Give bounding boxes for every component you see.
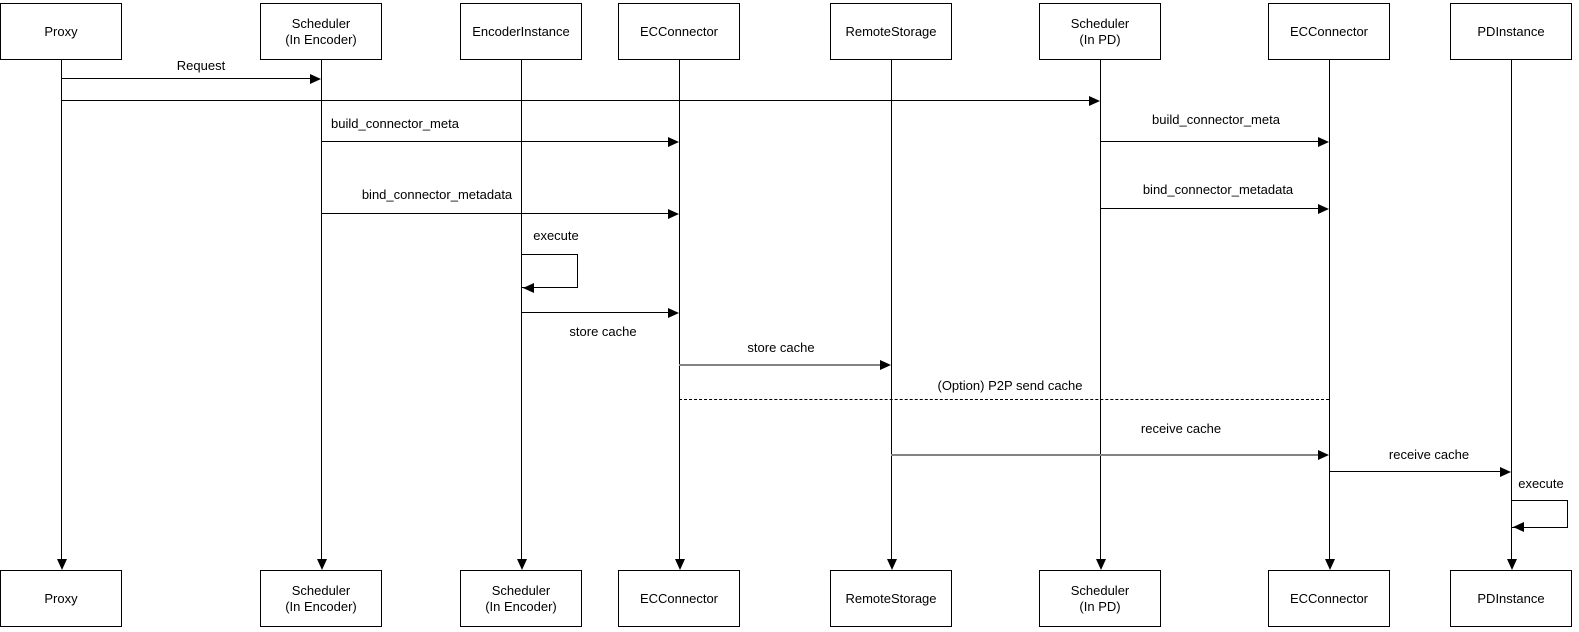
message-label-bind-connector-metadata-encoder: bind_connector_metadata [359, 187, 515, 203]
lifeline-end-arrow-icon [1507, 559, 1517, 570]
message-line-request [61, 78, 311, 79]
actor-bottom-ec-connector-encoder: ECConnector [618, 570, 740, 627]
message-label-receive-cache-remote: receive cache [1138, 421, 1224, 437]
message-label-store-cache-remote: store cache [745, 340, 817, 356]
message-label-request: Request [174, 58, 228, 74]
arrowhead-left [523, 283, 534, 293]
lifeline-ec-connector-pd [1329, 60, 1330, 560]
actor-top-scheduler-pd: Scheduler (In PD) [1039, 3, 1161, 60]
lifeline-scheduler-pd [1100, 60, 1101, 560]
actor-bottom-ec-connector-pd: ECConnector [1268, 570, 1390, 627]
actor-top-proxy: Proxy [0, 3, 122, 60]
actor-top-ec-connector-pd: ECConnector [1268, 3, 1390, 60]
message-line-build-connector-meta-pd [1100, 141, 1319, 142]
lifeline-proxy [61, 60, 62, 560]
message-line-receive-cache-pd [1329, 471, 1501, 472]
message-label-receive-cache-pd: receive cache [1386, 447, 1472, 463]
message-label-execute-encoder: execute [531, 228, 581, 244]
lifeline-remote-storage [891, 60, 892, 560]
arrowhead-right [1318, 137, 1329, 147]
arrowhead-right [310, 74, 321, 84]
lifeline-ec-connector-encoder [679, 60, 680, 560]
message-line-bind-connector-metadata-encoder [321, 213, 669, 214]
lifeline-end-arrow-icon [517, 559, 527, 570]
arrowhead-right [668, 137, 679, 147]
self-loop-execute-pd [1512, 500, 1568, 528]
message-line-proxy-to-scheduler-pd [61, 100, 1090, 101]
actor-top-encoder-instance: EncoderInstance [460, 3, 582, 60]
message-label-store-cache-encoder: store cache [567, 324, 639, 340]
message-line-p2p-send-cache [679, 399, 1329, 400]
actor-top-remote-storage: RemoteStorage [830, 3, 952, 60]
arrowhead-right [1500, 467, 1511, 477]
message-label-bind-connector-metadata-pd: bind_connector_metadata [1140, 182, 1296, 198]
message-line-receive-cache-remote [891, 454, 1319, 456]
lifeline-end-arrow-icon [887, 559, 897, 570]
lifeline-scheduler-encoder [321, 60, 322, 560]
lifeline-end-arrow-icon [1325, 559, 1335, 570]
lifeline-pd-instance [1511, 60, 1512, 560]
arrowhead-right [1318, 204, 1329, 214]
actor-bottom-scheduler-encoder: Scheduler (In Encoder) [260, 570, 382, 627]
actor-bottom-proxy: Proxy [0, 570, 122, 627]
arrowhead-right [668, 209, 679, 219]
message-line-store-cache-encoder [521, 312, 669, 313]
message-label-build-connector-meta-encoder: build_connector_meta [329, 116, 461, 132]
message-line-store-cache-remote [679, 364, 881, 366]
lifeline-end-arrow-icon [57, 559, 67, 570]
arrowhead-right [1089, 96, 1100, 106]
arrowhead-right [668, 308, 679, 318]
message-line-bind-connector-metadata-pd [1100, 208, 1319, 209]
actor-top-pd-instance: PDInstance [1450, 3, 1572, 60]
message-line-build-connector-meta-encoder [321, 141, 669, 142]
arrowhead-right [880, 360, 891, 370]
actor-top-scheduler-encoder: Scheduler (In Encoder) [260, 3, 382, 60]
message-label-build-connector-meta-pd: build_connector_meta [1150, 112, 1282, 128]
actor-bottom-pd-instance: PDInstance [1450, 570, 1572, 627]
message-label-p2p-send-cache: (Option) P2P send cache [935, 378, 1085, 394]
lifeline-end-arrow-icon [675, 559, 685, 570]
lifeline-end-arrow-icon [317, 559, 327, 570]
lifeline-encoder-instance [521, 60, 522, 560]
self-loop-execute-encoder [522, 254, 578, 288]
message-label-execute-pd: execute [1516, 476, 1566, 492]
arrowhead-left [1513, 522, 1524, 532]
actor-top-ec-connector-encoder: ECConnector [618, 3, 740, 60]
actor-bottom-scheduler-pd: Scheduler (In PD) [1039, 570, 1161, 627]
lifeline-end-arrow-icon [1096, 559, 1106, 570]
actor-bottom-encoder-instance: Scheduler (In Encoder) [460, 570, 582, 627]
actor-bottom-remote-storage: RemoteStorage [830, 570, 952, 627]
arrowhead-right [1318, 450, 1329, 460]
